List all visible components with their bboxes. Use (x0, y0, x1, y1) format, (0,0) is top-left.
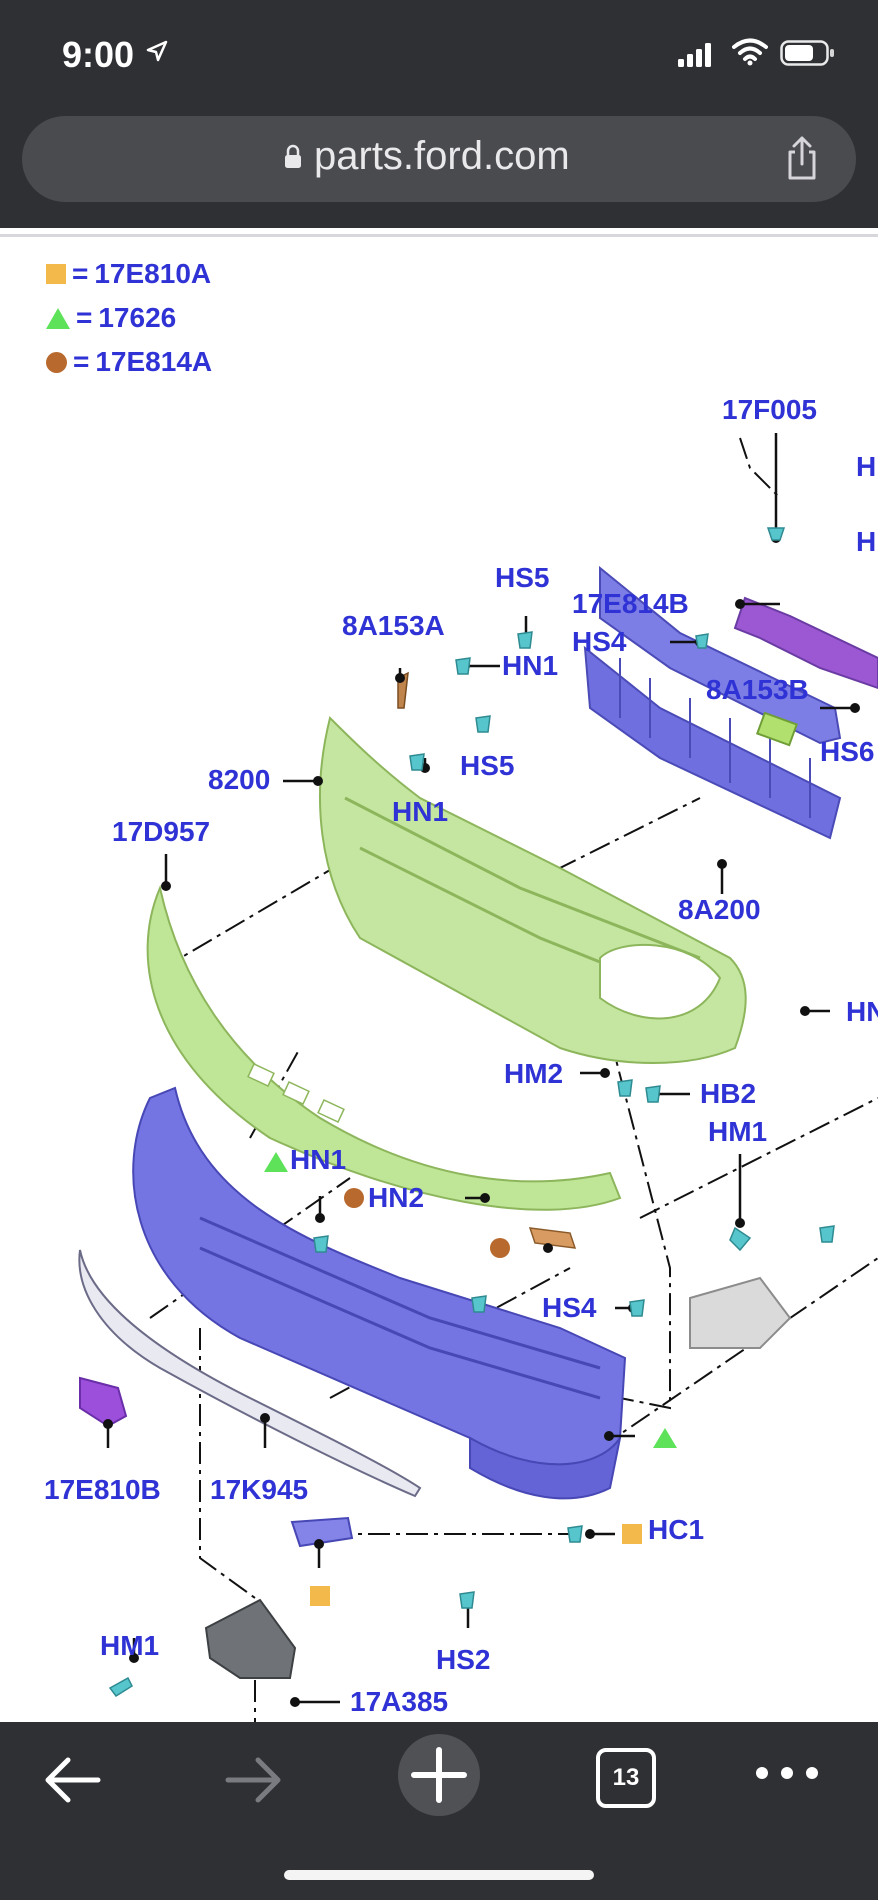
fascia-8200 (319, 716, 747, 1064)
part-label-17e814b[interactable]: 17E814B (572, 588, 689, 619)
brown-circle-icon (490, 1238, 510, 1258)
bumper-cover (132, 1086, 627, 1500)
legend-equals: = (72, 258, 89, 289)
gray-bracket (689, 1276, 792, 1349)
new-tab-button[interactable] (398, 1734, 480, 1816)
part-label-hb2[interactable]: HB2 (700, 1078, 757, 1109)
wifi-icon (732, 38, 768, 66)
brown-circle-icon (46, 351, 67, 373)
back-arrow-icon[interactable] (40, 1748, 104, 1812)
part-label-hs4[interactable]: HS4 (572, 626, 627, 657)
plate-17a385 (204, 1598, 297, 1679)
url-text: parts.ford.com (314, 134, 570, 178)
legend-part: 17626 (98, 302, 177, 333)
diagram-drawing (78, 433, 878, 1722)
legend-equals: = (76, 302, 93, 333)
fasteners (108, 527, 835, 1698)
legend-part: 17E814A (95, 346, 213, 377)
bracket-small (290, 1516, 354, 1548)
part-label-17k945[interactable]: 17K945 (210, 1474, 309, 1505)
bracket-8a153b (755, 711, 799, 747)
part-label-hm2[interactable]: HM2 (504, 1058, 564, 1089)
orange-square-icon (46, 264, 66, 284)
parts-diagram: = 17E810A = 17626 = 17E814A (0, 238, 878, 1722)
bracket-brown (528, 1227, 577, 1249)
part-label-hn1[interactable]: HN1 (290, 1144, 347, 1175)
part-label-17f005[interactable]: 17F005 (722, 394, 817, 425)
legend-item-circle: = 17E814A (46, 346, 212, 378)
orange-square-icon (622, 1524, 642, 1544)
part-label-hc1[interactable]: HC1 (648, 1514, 705, 1545)
part-label-8a153b[interactable]: 8A153B (706, 674, 809, 705)
part-label-hn[interactable]: HN (846, 996, 878, 1027)
tab-count-button[interactable]: 13 (596, 1748, 656, 1808)
part-label-hs5[interactable]: HS5 (460, 750, 515, 781)
lock-icon (285, 144, 301, 168)
part-label-hm1[interactable]: HM1 (100, 1630, 160, 1661)
clock: 9:00 (62, 34, 135, 75)
bracket-17e814b (733, 596, 878, 690)
part-label-17a385[interactable]: 17A385 (350, 1686, 449, 1717)
trim-17k945 (78, 1249, 422, 1498)
green-triangle-icon (653, 1428, 677, 1448)
grille-reinforcement-8a200 (583, 565, 842, 840)
cellular-signal-icon (678, 43, 711, 67)
bracket-17e810b (79, 1376, 128, 1428)
legend-item-square: = 17E810A (46, 258, 211, 290)
valance-17d957 (146, 884, 622, 1211)
brown-circle-icon (344, 1188, 364, 1208)
more-icon[interactable] (752, 1758, 822, 1788)
legend-item-triangle: = 17626 (46, 302, 176, 334)
part-label-h[interactable]: H (856, 451, 877, 482)
part-label-17d957[interactable]: 17D957 (112, 816, 211, 847)
green-triangle-icon (264, 1152, 288, 1172)
part-label-hs5[interactable]: HS5 (495, 562, 550, 593)
part-label-8200[interactable]: 8200 (208, 764, 271, 795)
green-triangle-icon (46, 307, 70, 329)
part-label-hs4[interactable]: HS4 (542, 1292, 597, 1323)
browser-toolbar: parts.ford.com (0, 100, 878, 228)
part-label-hm1[interactable]: HM1 (708, 1116, 768, 1147)
browser-bottom-toolbar: 13 (0, 1722, 878, 1900)
part-label-8a200[interactable]: 8A200 (678, 894, 761, 925)
plus-icon (411, 1747, 467, 1803)
forward-arrow-icon[interactable] (222, 1748, 286, 1812)
part-label-hs2[interactable]: HS2 (436, 1644, 491, 1675)
part-label-h[interactable]: H (856, 526, 877, 557)
status-bar: 9:00 (0, 0, 878, 100)
part-label-hn2[interactable]: HN2 (368, 1182, 425, 1213)
address-bar[interactable]: parts.ford.com (22, 116, 856, 202)
part-label-hn1[interactable]: HN1 (392, 796, 449, 827)
legend-equals: = (73, 346, 90, 377)
part-label-hs6[interactable]: HS6 (820, 736, 875, 767)
orange-square-icon (310, 1586, 330, 1606)
part-label-8a153a[interactable]: 8A153A (342, 610, 445, 641)
location-arrow-icon (146, 40, 168, 62)
battery-icon (780, 40, 834, 66)
part-label-hn1[interactable]: HN1 (502, 650, 559, 681)
share-icon[interactable] (782, 134, 822, 182)
legend-part: 17E810A (94, 258, 212, 289)
home-indicator (284, 1870, 594, 1880)
part-label-17e810b[interactable]: 17E810B (44, 1474, 161, 1505)
toolbar-divider (0, 234, 878, 237)
